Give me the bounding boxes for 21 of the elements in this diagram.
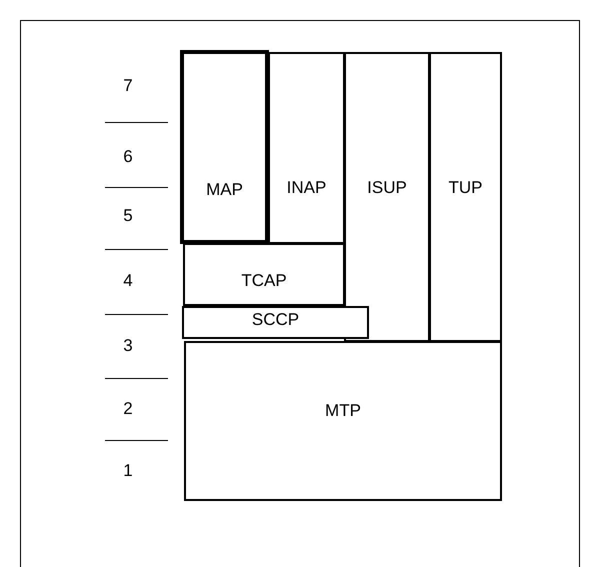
layer-number: 2 xyxy=(123,399,133,419)
layer-number: 7 xyxy=(123,76,133,96)
layer-number: 3 xyxy=(123,336,133,356)
protocol-label: ISUP xyxy=(367,178,407,198)
protocol-label: TCAP xyxy=(241,271,287,291)
protocol-label: INAP xyxy=(286,178,326,198)
protocol-box xyxy=(183,243,345,306)
layer-number: 5 xyxy=(123,206,133,226)
layer-number: 1 xyxy=(123,461,133,481)
protocol-box xyxy=(180,50,269,244)
protocol-box xyxy=(268,52,345,244)
protocol-box xyxy=(344,52,430,342)
protocol-label: MTP xyxy=(325,401,361,421)
protocol-box xyxy=(429,52,502,342)
protocol-box xyxy=(184,341,502,501)
layer-number: 6 xyxy=(123,147,133,167)
protocol-label: TUP xyxy=(448,178,482,198)
protocol-box xyxy=(182,306,369,339)
layer-number: 4 xyxy=(123,271,133,291)
protocol-label: SCCP xyxy=(252,310,300,330)
protocol-label: MAP xyxy=(206,180,243,200)
